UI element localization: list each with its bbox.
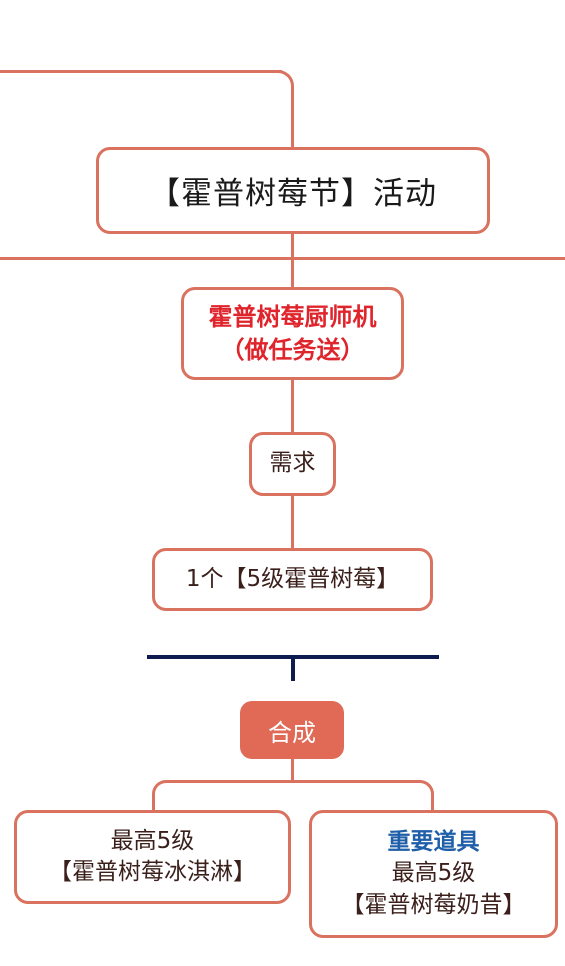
chef-machine-note: （做任务送） bbox=[220, 335, 365, 364]
synthesis-label: 合成 bbox=[240, 701, 344, 759]
chef-machine-name: 霍普树莓厨师机 bbox=[208, 303, 377, 332]
vertical-connector-1 bbox=[291, 232, 294, 290]
section-divider-line bbox=[0, 257, 565, 260]
chef-machine-box: 霍普树莓厨师机 （做任务送） bbox=[181, 287, 404, 380]
event-title-box: 【霍普树莓节】活动 bbox=[96, 147, 490, 234]
requirement-label: 需求 bbox=[269, 450, 316, 477]
branch-connector bbox=[152, 780, 434, 812]
navy-divider-vertical bbox=[291, 655, 295, 681]
requirement-item: 1个【5级霍普树莓】 bbox=[185, 565, 400, 592]
right-product-level: 最高5级 bbox=[391, 860, 476, 887]
top-corner-connector bbox=[270, 70, 294, 94]
left-product-level: 最高5级 bbox=[110, 827, 195, 854]
left-product-name: 【霍普树莓冰淇淋】 bbox=[49, 859, 256, 885]
vertical-connector-4 bbox=[291, 757, 294, 781]
important-item-badge: 重要道具 bbox=[387, 829, 480, 856]
top-vertical-connector bbox=[291, 90, 294, 150]
right-product-box: 重要道具 最高5级 【霍普树莓奶昔】 bbox=[309, 810, 558, 938]
vertical-connector-2 bbox=[291, 378, 294, 434]
event-title: 【霍普树莓节】活动 bbox=[149, 176, 437, 212]
right-product-name: 【霍普树莓奶昔】 bbox=[341, 891, 526, 918]
left-product-box: 最高5级 【霍普树莓冰淇淋】 bbox=[14, 810, 291, 904]
requirement-item-box: 1个【5级霍普树莓】 bbox=[152, 548, 433, 611]
vertical-connector-3 bbox=[291, 494, 294, 550]
requirement-box: 需求 bbox=[249, 432, 336, 496]
top-horizontal-connector bbox=[0, 70, 282, 73]
